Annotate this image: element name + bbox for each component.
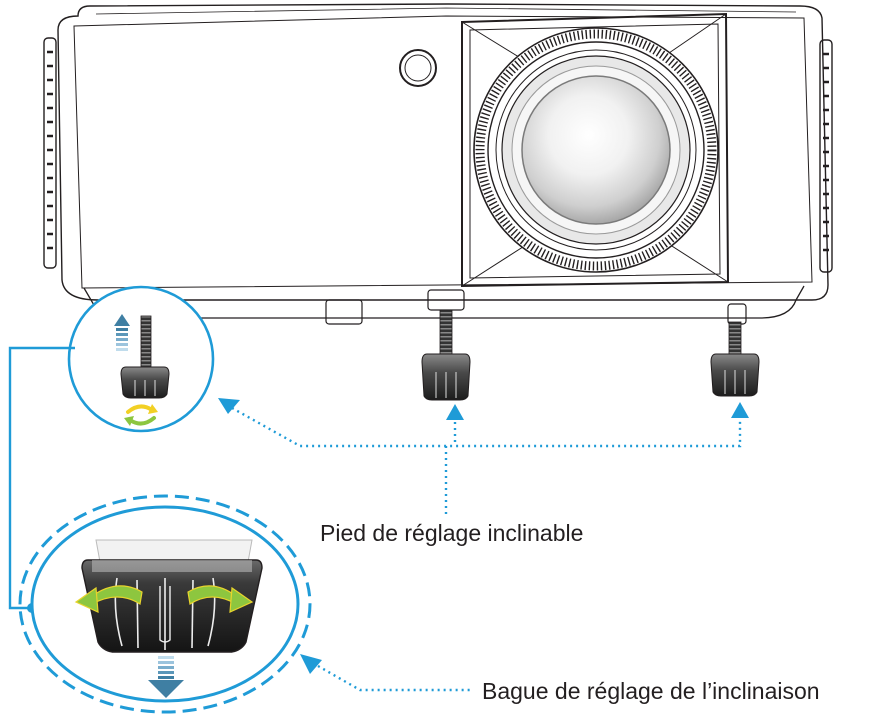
- tilt-ring-label: Bague de réglage de l’inclinaison: [482, 678, 820, 704]
- projector-lens: [473, 27, 719, 273]
- ir-sensor: [399, 49, 437, 87]
- tilt-foot-center: [421, 309, 471, 401]
- tilt-foot-label: Pied de réglage inclinable: [320, 520, 584, 546]
- curved-arrow-left-icon: [74, 585, 143, 613]
- foot-callout-lines: [231, 406, 742, 514]
- ring-callout-line: [317, 664, 470, 692]
- right-vents: [819, 39, 833, 273]
- tilt-foot-right: [710, 321, 760, 397]
- curved-arrow-right-icon: [187, 585, 254, 613]
- down-arrow-icon: [148, 656, 184, 698]
- foot-zoom-circle: [67, 285, 215, 433]
- left-vents: [43, 37, 57, 269]
- rotate-icon: [124, 404, 158, 426]
- ring-callout-arrowhead: [300, 654, 322, 674]
- ring-detail-circle: [18, 494, 312, 714]
- foot-callout-arrowheads: [218, 398, 749, 420]
- up-arrow-icon: [114, 314, 130, 351]
